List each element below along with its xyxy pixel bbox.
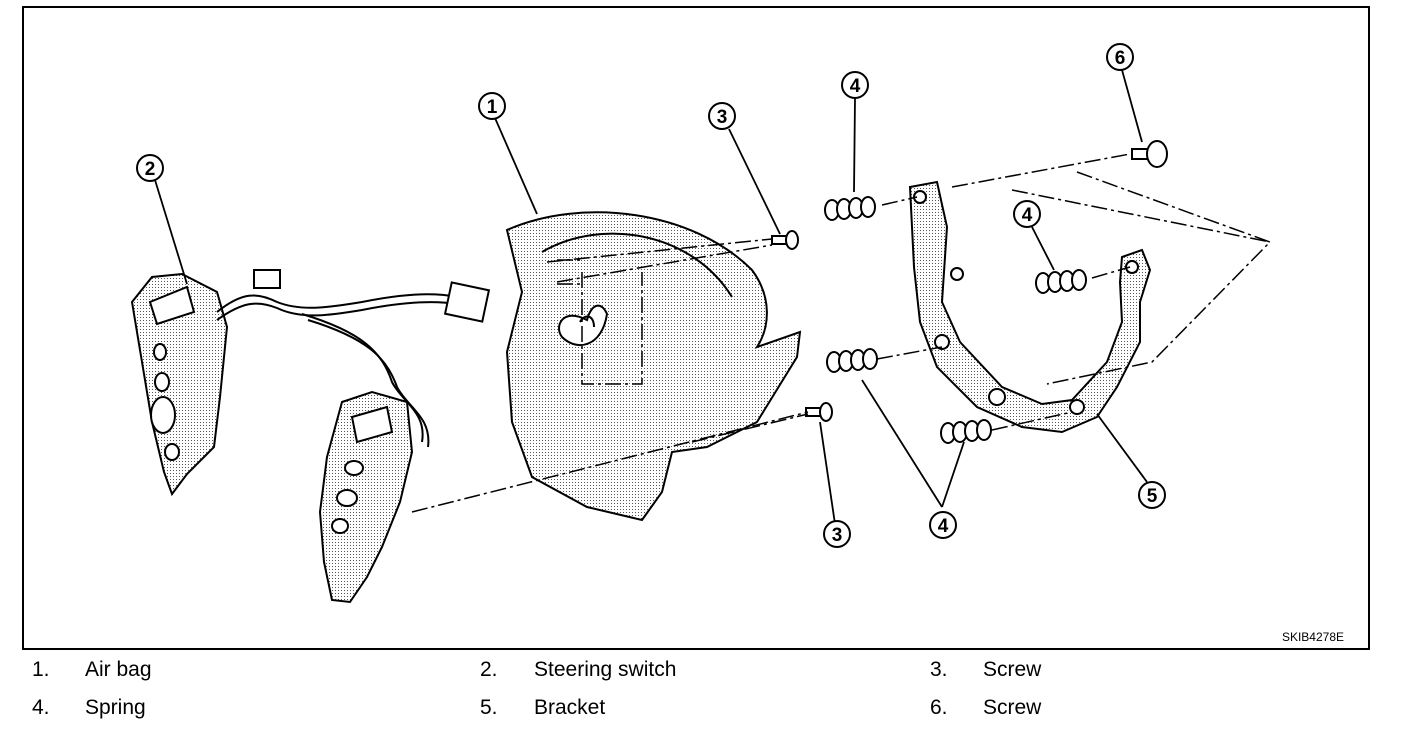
steering-switch-left	[130, 272, 229, 497]
legend-num-6: 6.	[930, 696, 948, 719]
callout-4-right: 4	[1013, 200, 1041, 228]
legend-num-2: 2.	[480, 658, 498, 681]
callout-5: 5	[1138, 481, 1166, 509]
assembly-lines	[411, 153, 1272, 513]
legend-num-5: 5.	[480, 696, 498, 719]
legend-label-screw-2: Screw	[983, 696, 1042, 719]
callout-4-bottom: 4	[929, 511, 957, 539]
svg-text:4: 4	[938, 516, 949, 537]
spring-middle	[826, 348, 878, 373]
callout-6: 6	[1106, 43, 1134, 71]
bracket	[908, 180, 1152, 434]
svg-text:3: 3	[832, 525, 843, 546]
air-bag-module	[505, 211, 802, 522]
spring-right	[1035, 269, 1087, 294]
svg-text:4: 4	[850, 76, 861, 97]
legend-label-bracket: Bracket	[534, 696, 606, 719]
legend-row-1: 1. Air bag 2. Steering switch 3. Screw	[0, 658, 1408, 688]
callout-1: 1	[478, 92, 506, 120]
screw-bracket	[1131, 140, 1168, 168]
figure-code: SKIB4278E	[1281, 630, 1344, 644]
svg-text:1: 1	[487, 97, 498, 118]
diagram-frame: 1 2 3 3 4 4 4 5 6 SKIB4278E	[22, 6, 1370, 650]
wiring-harness	[216, 269, 491, 448]
spring-upper	[824, 196, 876, 221]
legend-num-1: 1.	[32, 658, 50, 681]
svg-text:3: 3	[717, 107, 728, 128]
callout-4-top: 4	[841, 71, 869, 99]
legend-num-3: 3.	[930, 658, 948, 681]
callout-3-upper: 3	[708, 102, 736, 130]
svg-text:2: 2	[145, 159, 156, 180]
exploded-view-diagram: 1 2 3 3 4 4 4 5 6	[130, 43, 1272, 604]
spring-group	[824, 196, 1087, 444]
screw-upper	[771, 230, 799, 250]
legend-row-2: 4. Spring 5. Bracket 6. Screw	[0, 696, 1408, 726]
callout-2: 2	[136, 154, 164, 182]
screw-lower	[805, 402, 833, 422]
svg-text:6: 6	[1115, 48, 1126, 69]
legend-label-steering-switch: Steering switch	[534, 658, 677, 681]
svg-text:5: 5	[1147, 486, 1158, 507]
legend-label-spring: Spring	[85, 696, 146, 719]
steering-switch-right	[318, 390, 414, 604]
legend-label-air-bag: Air bag	[85, 658, 152, 681]
svg-text:4: 4	[1022, 205, 1033, 226]
spring-lower	[940, 419, 992, 444]
callout-3-lower: 3	[823, 520, 851, 548]
legend-num-4: 4.	[32, 696, 50, 719]
leader-lines	[154, 69, 1148, 525]
legend-label-screw: Screw	[983, 658, 1042, 681]
